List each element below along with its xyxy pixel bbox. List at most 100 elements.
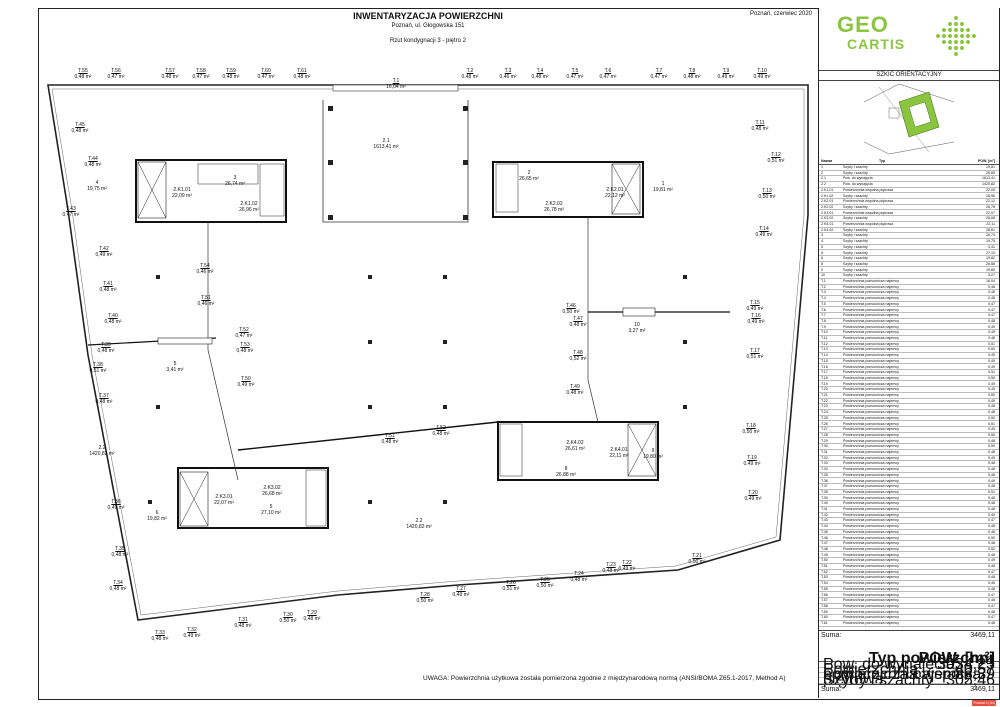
row-name: T.45: [821, 529, 828, 534]
row-type: Powierzchnia pomocnicza najemcy: [843, 552, 899, 557]
floor-plan-drawing: [47, 84, 809, 621]
row-area: 0,48: [988, 621, 995, 625]
row-area: 0,48: [988, 450, 995, 454]
space-code: 2.K1.01: [173, 187, 191, 193]
summary-sum-value: 3469,11: [970, 686, 995, 693]
room-area: 0,48 m²: [531, 74, 549, 80]
room-area: 0,48 m²: [570, 577, 588, 583]
space-code: 2.2: [98, 445, 106, 451]
row-type: Powierzchnia pomocnicza najemcy: [843, 296, 899, 301]
row-type: Powierzchnia pomocnicza najemcy: [843, 575, 899, 580]
logo-dots-icon: [936, 16, 976, 56]
row-area: 0,51: [988, 370, 995, 375]
space-area: 26,61 m²: [565, 446, 585, 452]
row-type: Powierzchnia pomocnicza najemcy: [843, 398, 899, 403]
room-code: T.49: [570, 384, 580, 390]
space-code: 3: [233, 175, 237, 181]
row-area: 0,46: [988, 581, 995, 586]
row-name: T.3: [821, 290, 826, 295]
room-area: 0,47 m²: [566, 74, 584, 80]
page-badge: Podział 3 (3d): [972, 700, 996, 706]
room-area: 0,47 m²: [650, 74, 668, 80]
row-area: 0,48: [988, 501, 995, 506]
room-code: T.8: [688, 68, 696, 74]
row-area: 0,47: [988, 615, 995, 620]
row-area: 0,52: [988, 546, 995, 551]
row-type: Powierzchnia pomocnicza najemcy: [843, 381, 899, 386]
space-area: 19,80 m²: [643, 454, 663, 460]
row-type: Szyby i szachty: [843, 216, 868, 221]
row-name: T.28: [821, 432, 828, 437]
row-area: 0,50: [988, 444, 995, 449]
room-code: T.19: [747, 455, 757, 461]
row-area: 26,74: [986, 233, 995, 238]
row-area: 0,47: [988, 518, 995, 523]
room-code: T.29: [307, 610, 317, 616]
room-code: T.41: [103, 281, 113, 287]
room-code: T.56: [111, 68, 121, 74]
row-area: 0,48: [988, 524, 995, 529]
document-date: Poznań, czerwiec 2020: [749, 11, 812, 17]
room-code: T.34: [113, 580, 123, 586]
row-name: 2.K4.01: [821, 222, 834, 226]
room-area: 0,48 m²: [104, 319, 122, 325]
row-area: 0,48: [988, 541, 995, 546]
row-area: 0,48: [988, 467, 995, 472]
row-area: 0,48: [988, 598, 995, 603]
row-area: 22,07: [986, 210, 995, 215]
room-area: 0,48 m²: [432, 431, 450, 437]
space-area: 3,27 m²: [628, 328, 646, 334]
room-code: T.14: [759, 226, 769, 232]
room-area: 0,47 m²: [257, 74, 275, 80]
room-area: 0,48 m²: [84, 162, 102, 168]
header-type: Typ: [879, 159, 886, 163]
room-code: T.59: [226, 68, 236, 74]
row-area: 0,48: [988, 586, 995, 591]
room-area: 0,48 m²: [602, 568, 620, 574]
row-name: T.42: [821, 512, 828, 517]
space-area: 26,96 m²: [239, 207, 259, 213]
row-area: 3,27: [988, 273, 995, 278]
space-code: 6: [155, 510, 159, 516]
row-type: Szyby i szachty: [843, 256, 868, 261]
row-type: Powierzchnia pomocnicza najemcy: [843, 495, 899, 500]
row-type: Szyby i szachty: [843, 165, 868, 169]
row-name: 2.K2.02: [821, 204, 834, 209]
room-area: 0,46 m²: [197, 301, 215, 307]
room-code: T.42: [99, 246, 109, 252]
row-area: 0,49: [988, 353, 995, 358]
room-area: 0,47 m²: [192, 74, 210, 80]
row-area: 0,50: [988, 393, 995, 397]
row-type: Szyby i szachty: [843, 233, 868, 238]
row-name: T.36: [821, 478, 828, 483]
room-code: T.25: [540, 577, 550, 583]
